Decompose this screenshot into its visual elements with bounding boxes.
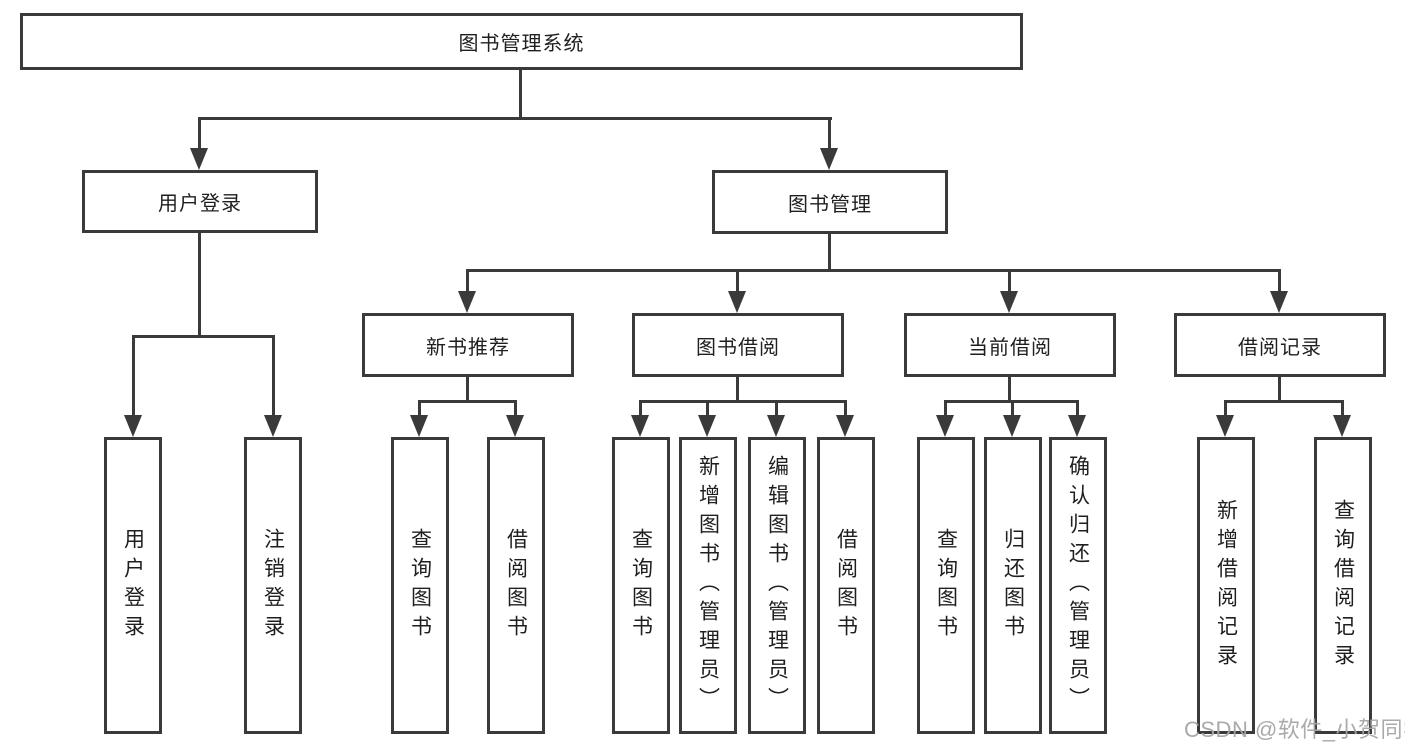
leaf-return-books-label: 归还图书 — [1001, 527, 1025, 644]
node-current-borrow-label: 当前借阅 — [968, 336, 1052, 359]
edge-to-leaf-query-2 — [639, 400, 642, 417]
edge-user-login-bus — [132, 335, 275, 338]
node-user-login: 用户登录 — [82, 170, 318, 233]
edge-book-borrow-bus — [639, 400, 847, 403]
leaf-return-books: 归还图书 — [984, 437, 1042, 734]
edge-current-borrow-stem — [1008, 377, 1011, 403]
node-current-borrow: 当前借阅 — [904, 313, 1116, 377]
arrowhead-leaf-add-record — [1216, 415, 1234, 437]
leaf-query-books-1: 查询图书 — [391, 437, 449, 734]
edge-to-leaf-add-record — [1224, 400, 1227, 417]
leaf-query-borrow-record-label: 查询借阅记录 — [1331, 498, 1355, 673]
leaf-edit-books-admin: 编辑图书（管理员） — [748, 437, 806, 734]
edge-root-bus — [198, 117, 832, 120]
edge-to-borrow-records — [1278, 269, 1281, 293]
arrowhead-leaf-user-login — [124, 415, 142, 437]
arrowhead-user-login — [190, 148, 208, 170]
leaf-add-borrow-record-label: 新增借阅记录 — [1214, 498, 1238, 673]
leaf-add-books-admin-label: 新增图书（管理员） — [696, 455, 720, 716]
arrowhead-leaf-return — [1003, 415, 1021, 437]
edge-borrow-records-stem — [1278, 377, 1281, 403]
leaf-query-books-3: 查询图书 — [917, 437, 975, 734]
edge-new-book-stem — [466, 377, 469, 403]
leaf-user-login: 用户登录 — [104, 437, 162, 734]
edge-book-management-stem — [828, 234, 831, 271]
node-new-book-recommend: 新书推荐 — [362, 313, 574, 377]
leaf-confirm-return-admin: 确认归还（管理员） — [1049, 437, 1107, 734]
node-root: 图书管理系统 — [20, 13, 1023, 70]
leaf-borrow-books-1-label: 借阅图书 — [504, 527, 528, 644]
arrowhead-leaf-borrow-2 — [836, 415, 854, 437]
edge-to-book-management — [828, 117, 831, 151]
edge-root-stem — [519, 70, 522, 119]
node-user-login-label: 用户登录 — [158, 193, 242, 215]
leaf-edit-books-admin-label: 编辑图书（管理员） — [765, 455, 789, 716]
edge-to-leaf-query-record — [1341, 400, 1344, 417]
edge-to-leaf-user-login — [132, 335, 135, 417]
edge-to-leaf-borrow-2 — [844, 400, 847, 417]
leaf-logout: 注销登录 — [244, 437, 302, 734]
edge-user-login-stem — [198, 233, 201, 337]
edge-to-current-borrow — [1008, 269, 1011, 293]
edge-to-leaf-query-1 — [418, 400, 421, 417]
node-book-borrow-label: 图书借阅 — [696, 336, 780, 359]
leaf-add-books-admin: 新增图书（管理员） — [679, 437, 737, 734]
node-new-book-recommend-label: 新书推荐 — [426, 336, 510, 359]
arrowhead-leaf-borrow-1 — [506, 415, 524, 437]
arrowhead-borrow-records — [1270, 291, 1288, 313]
arrowhead-leaf-query-3 — [936, 415, 954, 437]
edge-book-borrow-stem — [736, 377, 739, 403]
arrowhead-leaf-add-books — [698, 415, 716, 437]
arrowhead-leaf-query-record — [1333, 415, 1351, 437]
leaf-borrow-books-2-label: 借阅图书 — [834, 527, 858, 644]
arrowhead-leaf-query-1 — [410, 415, 428, 437]
edge-to-leaf-edit-books — [775, 400, 778, 417]
leaf-logout-label: 注销登录 — [261, 527, 285, 644]
edge-to-leaf-borrow-1 — [514, 400, 517, 417]
edge-new-book-bus — [418, 400, 517, 403]
node-book-management: 图书管理 — [712, 170, 948, 234]
leaf-confirm-return-admin-label: 确认归还（管理员） — [1066, 455, 1090, 716]
arrowhead-book-borrow — [728, 291, 746, 313]
edge-to-leaf-query-3 — [944, 400, 947, 417]
leaf-query-books-3-label: 查询图书 — [934, 527, 958, 644]
arrowhead-current-borrow — [1000, 291, 1018, 313]
watermark-text: CSDN @软件_小贺同学 — [1184, 717, 1405, 742]
leaf-query-borrow-record: 查询借阅记录 — [1314, 437, 1372, 734]
arrowhead-book-management — [820, 148, 838, 170]
edge-to-leaf-logout — [272, 335, 275, 417]
edge-book-management-bus — [466, 269, 1281, 272]
leaf-add-borrow-record: 新增借阅记录 — [1197, 437, 1255, 734]
node-book-management-label: 图书管理 — [788, 193, 872, 216]
edge-to-leaf-return — [1011, 400, 1014, 417]
node-root-label: 图书管理系统 — [458, 33, 585, 55]
arrowhead-leaf-confirm-return — [1068, 415, 1086, 437]
leaf-user-login-label: 用户登录 — [121, 527, 145, 644]
arrowhead-leaf-edit-books — [767, 415, 785, 437]
leaf-query-books-2-label: 查询图书 — [629, 527, 653, 644]
edge-to-book-borrow — [736, 269, 739, 293]
edge-to-user-login — [198, 117, 201, 151]
node-borrow-records-label: 借阅记录 — [1238, 336, 1322, 359]
edge-to-leaf-confirm-return — [1076, 400, 1079, 417]
leaf-query-books-2: 查询图书 — [612, 437, 670, 734]
node-borrow-records: 借阅记录 — [1174, 313, 1386, 377]
edge-to-leaf-add-books — [706, 400, 709, 417]
arrowhead-new-book-recommend — [458, 291, 476, 313]
arrowhead-leaf-logout — [264, 415, 282, 437]
arrowhead-leaf-query-2 — [631, 415, 649, 437]
edge-borrow-records-bus — [1224, 400, 1344, 403]
leaf-borrow-books-2: 借阅图书 — [817, 437, 875, 734]
leaf-query-books-1-label: 查询图书 — [408, 527, 432, 644]
node-book-borrow: 图书借阅 — [632, 313, 844, 377]
edge-to-new-book-recommend — [466, 269, 469, 293]
leaf-borrow-books-1: 借阅图书 — [487, 437, 545, 734]
